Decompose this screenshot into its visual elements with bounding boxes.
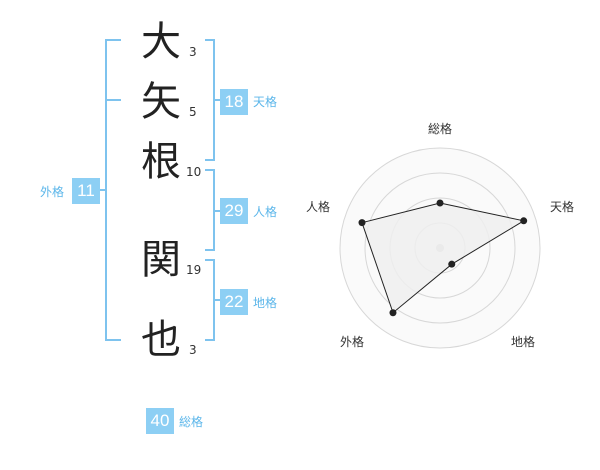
stroke-count-3: 10 (186, 165, 202, 179)
radar-axis-label-tenkaku: 天格 (550, 200, 575, 214)
name-char-2: 矢 (141, 79, 181, 125)
soukaku-label: 総格 (179, 415, 204, 429)
radar-axis-label-gaikaku: 外格 (340, 335, 365, 349)
gaikaku-label: 外格 (40, 185, 65, 199)
name-char-5: 也 (141, 317, 181, 363)
radar-axis-label-jinkaku: 人格 (306, 200, 331, 214)
jinkaku-value: 29 (220, 198, 248, 224)
radar-series-polygon (361, 202, 526, 314)
stroke-count-1: 3 (189, 45, 197, 59)
radar-point-5 (358, 219, 366, 227)
radar-series (358, 199, 528, 317)
radar-ring-3 (364, 172, 516, 324)
stroke-count-2: 5 (189, 105, 197, 119)
stroke-count-4: 19 (186, 263, 202, 277)
radar-point-1 (436, 199, 444, 207)
stroke-count-5: 3 (189, 343, 197, 357)
tenkaku-label: 天格 (253, 95, 278, 109)
name-char-1: 大 (141, 19, 181, 65)
radar-axis-label-soukaku: 総格 (428, 122, 453, 136)
gaikaku-value: 11 (72, 178, 100, 204)
radar-point-2 (520, 217, 528, 225)
soukaku-value: 40 (146, 408, 174, 434)
radar-axis-label-chikaku: 地格 (511, 335, 536, 349)
chikaku-value: 22 (220, 289, 248, 315)
name-char-4: 関 (141, 237, 181, 283)
chikaku-label: 地格 (253, 296, 278, 310)
radar-point-4 (389, 309, 397, 317)
tenkaku-value: 18 (220, 89, 248, 115)
radar-point-3 (448, 260, 456, 268)
jinkaku-label: 人格 (253, 205, 278, 219)
name-char-3: 根 (141, 139, 181, 185)
